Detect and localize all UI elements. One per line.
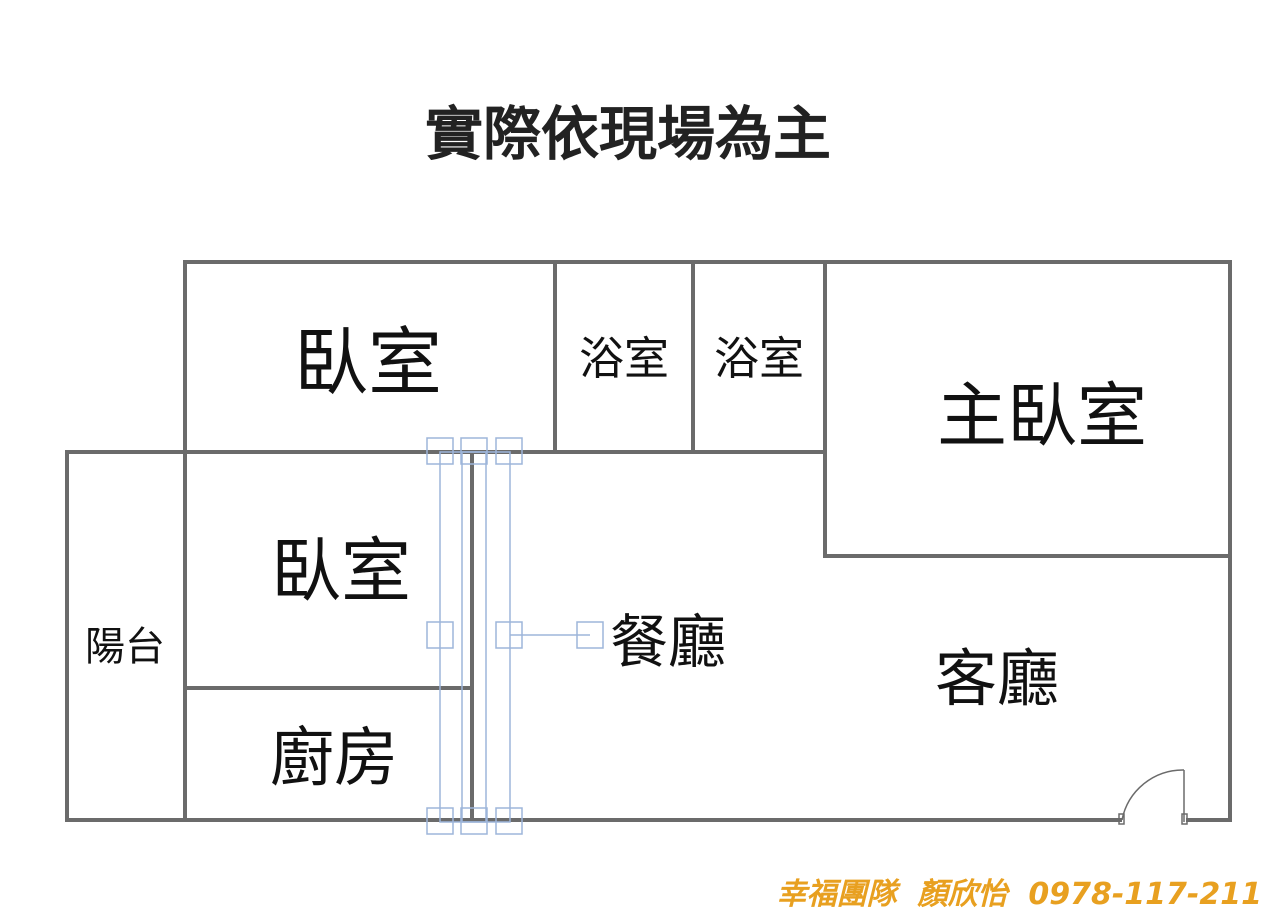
selection-frame-1 — [439, 451, 511, 823]
room-label-kitchen: 廚房 — [270, 722, 398, 796]
selection-handle-top-middle[interactable] — [460, 437, 488, 465]
room-labels: 臥室 浴室 浴室 主臥室 陽台 臥室 餐廳 客廳 廚房 — [85, 320, 1147, 796]
room-label-bath-2: 浴室 — [714, 332, 804, 385]
door-jamb-left — [1118, 813, 1125, 825]
entry-door — [1118, 769, 1188, 825]
room-label-bedroom-top: 臥室 — [294, 320, 442, 406]
door-swing-arc — [1121, 769, 1185, 821]
selection-handle-connector-end[interactable] — [576, 621, 604, 649]
selection-overlay — [426, 437, 604, 835]
room-label-living-room: 客廳 — [935, 642, 1059, 715]
selection-handle-bottom-right[interactable] — [495, 807, 523, 835]
selection-handle-top-left[interactable] — [426, 437, 454, 465]
room-label-dining-room: 餐廳 — [610, 608, 726, 676]
selection-handle-middle-right[interactable] — [495, 621, 523, 649]
agent-credit: 幸福團隊 顏欣怡 0978-117-211 — [777, 877, 1262, 912]
room-label-balcony: 陽台 — [85, 624, 165, 670]
room-label-bath-1: 浴室 — [579, 332, 669, 385]
selection-handle-middle-left[interactable] — [426, 621, 454, 649]
room-label-bedroom-mid: 臥室 — [271, 530, 411, 612]
selection-handle-bottom-middle[interactable] — [460, 807, 488, 835]
walls — [65, 260, 1232, 822]
door-jamb-right — [1181, 813, 1188, 825]
selection-handle-top-right[interactable] — [495, 437, 523, 465]
room-label-master-bedroom: 主臥室 — [937, 375, 1147, 457]
page-title: 實際依現場為主 — [425, 100, 831, 168]
selection-handle-bottom-left[interactable] — [426, 807, 454, 835]
selection-frame-2 — [461, 451, 487, 823]
